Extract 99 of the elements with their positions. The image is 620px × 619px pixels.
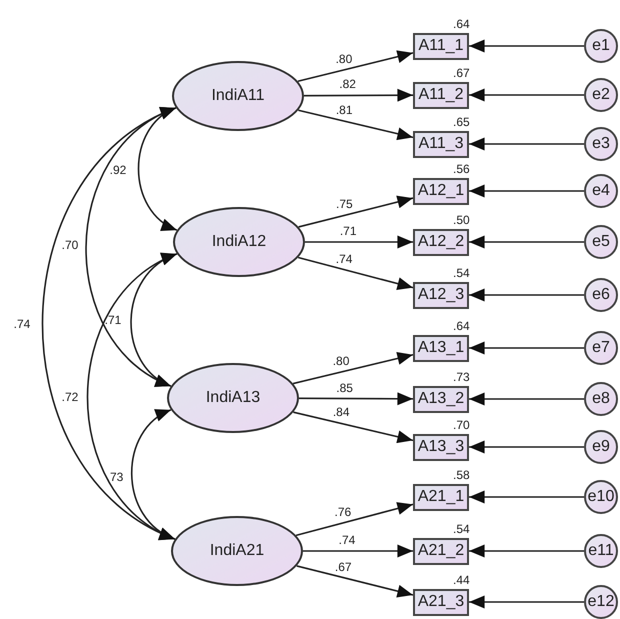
indicator-box [413,386,469,412]
edge-label: .92 [110,164,126,176]
node-label: A21_3 [418,594,464,610]
arrow [296,502,414,536]
r-squared-value: .54 [453,266,470,278]
node-label: A11_3 [418,136,464,152]
arrow [298,109,414,140]
node-label: A13_2 [418,391,464,407]
node-label: e5 [592,234,610,250]
node-label: e7 [592,340,610,356]
node-label: IndiA21 [210,543,264,559]
edge-label: .74 [14,318,30,330]
arrow [298,256,414,290]
edge-label: .74 [336,252,352,265]
edge-label: .75 [336,198,353,210]
covariance-arrow [85,107,176,387]
r-squared-value: .70 [453,418,470,430]
indicator-box [413,434,469,460]
arrow [293,411,414,444]
arrow [469,392,584,406]
r-squared-value: .64 [453,18,470,30]
node-label: e9 [592,439,610,455]
node-label: A11_1 [418,38,464,54]
covariance-arrow [130,409,176,540]
node-label: e8 [592,391,610,407]
indicator-box [413,484,469,510]
node-label: e12 [588,594,614,610]
node-label: IndiA11 [211,88,265,104]
edge-label: .80 [336,52,352,65]
node-label: A12_1 [418,183,464,199]
node-label: e2 [592,87,610,103]
arrow [298,196,414,228]
node-label: e6 [592,287,610,303]
node-label: e11 [588,543,614,559]
covariance-arrow [86,253,178,540]
arrow [469,288,584,302]
node-label: A21_2 [418,543,464,559]
arrow [298,50,414,82]
r-squared-value: .67 [453,66,470,78]
r-squared-value: .56 [453,162,470,174]
arrow [469,40,584,52]
node-label: e3 [592,136,610,152]
arrow [305,236,413,248]
node-label: A12_3 [418,287,464,303]
covariance-arrow [138,107,178,231]
r-squared-value: .50 [453,214,470,226]
arrow [296,565,414,598]
edge-label: .80 [332,355,350,368]
arrow [469,544,584,558]
node-label: A21_1 [418,489,464,505]
arrow [304,88,413,102]
r-squared-value: .65 [453,116,470,128]
indicator-box [413,588,469,616]
indicator-box [413,82,469,108]
r-squared-value: .44 [453,574,470,586]
indicator-box [413,178,469,204]
node-label: A13_1 [418,340,464,356]
edge-label: .82 [339,78,356,90]
edge-label: .74 [338,534,356,546]
arrow [469,596,584,608]
arrow [469,88,584,102]
r-squared-value: .73 [453,370,470,382]
indicator-box [413,334,469,362]
node-label: A12_2 [418,234,464,250]
edge-label: .71 [104,314,122,326]
arrow [469,490,584,504]
arrow [303,544,413,558]
node-label: A11_2 [418,87,464,103]
indicator-box [413,32,469,60]
arrow [469,440,584,454]
edge-label: .81 [336,104,352,116]
arrow [292,352,414,384]
r-squared-value: .58 [453,468,470,480]
node-label: A13_3 [418,439,464,455]
indicator-box [413,538,469,564]
node-label: e10 [588,489,614,505]
indicator-box [413,282,469,308]
indicator-box [413,228,469,256]
edge-label: .73 [106,471,124,483]
edge-label: .71 [340,225,357,237]
r-squared-value: .64 [453,320,470,332]
node-label: e1 [592,38,610,54]
edge-label: .84 [332,406,350,418]
arrow [469,138,584,150]
indicator-box [413,130,469,158]
node-label: e4 [592,183,610,199]
node-label: IndiA13 [206,390,260,406]
r-squared-value: .54 [453,522,470,534]
edge-label: .72 [62,391,78,403]
node-label: IndiA12 [212,234,266,250]
arrow [298,392,413,406]
edge-label: .70 [62,239,78,251]
edge-label: .76 [334,506,352,518]
arrow [469,184,584,198]
covariance-arrow [130,253,178,387]
arrow [469,342,584,354]
edge-label: .67 [334,560,352,573]
edge-label: .85 [336,382,353,394]
arrow [469,236,584,248]
